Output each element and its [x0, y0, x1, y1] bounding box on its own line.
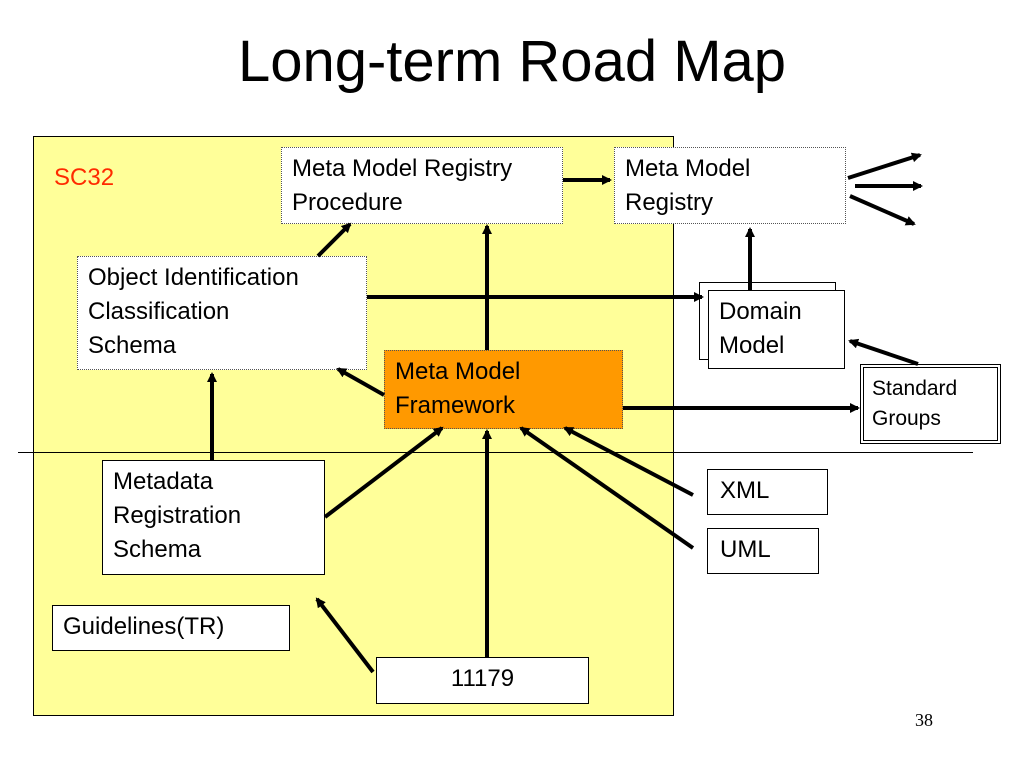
meta-model-registry-procedure-box: Meta Model Registry Procedure: [281, 147, 563, 224]
object-identification-box: Object Identification Classification Sch…: [77, 256, 367, 370]
guidelines-box: Guidelines(TR): [52, 605, 290, 651]
xml-box: XML: [707, 469, 828, 515]
arrow-uml-to-framework: [519, 426, 695, 550]
page-number: 38: [915, 710, 933, 730]
standard-groups-box: Standard Groups: [860, 364, 1001, 444]
arrow-metadata-to-framework: [323, 426, 444, 519]
arrow-xml-to-framework: [563, 426, 694, 497]
slide-title: Long-term Road Map: [237, 29, 787, 94]
domain-model-box: Domain Model: [708, 290, 845, 369]
arrow-11179-to-metadata: [315, 597, 375, 674]
metadata-registration-box: Metadata Registration Schema: [102, 460, 325, 575]
arrow-registry-out-1: [847, 152, 922, 180]
arrow-registry-out-3: [849, 194, 916, 226]
arrow-framework-to-object-id: [336, 367, 385, 397]
sc32-label: SC32: [54, 164, 115, 191]
meta-model-registry-box: Meta Model Registry: [614, 147, 846, 224]
divider-line: [18, 452, 973, 453]
arrow-standard-groups-to-domain-model: [848, 338, 919, 366]
arrow-object-id-to-procedure: [316, 222, 352, 258]
meta-model-framework-box: Meta Model Framework: [384, 350, 623, 429]
iso-11179-box: 11179: [376, 657, 589, 704]
uml-box: UML: [707, 528, 819, 574]
